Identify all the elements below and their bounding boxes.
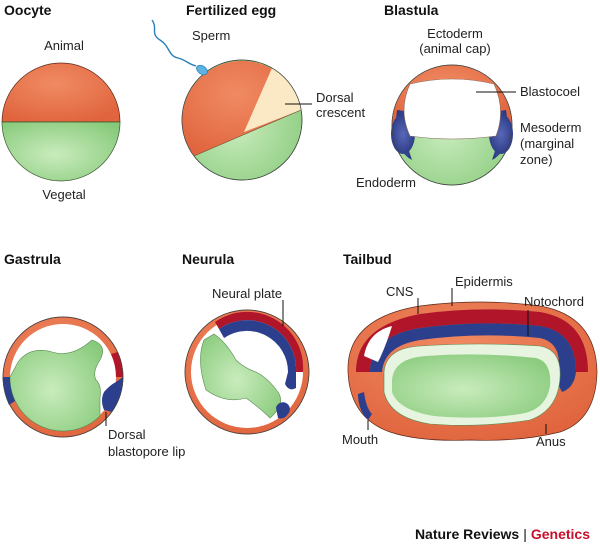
marginal-label: (marginal (520, 136, 574, 151)
oocyte-title: Oocyte (4, 2, 52, 18)
publisher-label: Nature Reviews (414, 526, 520, 542)
blastopore-lip (102, 377, 124, 412)
tailbud-panel: Tailbud CNS Epidermis Notochord Mouth An… (342, 251, 598, 449)
gastrula-title: Gastrula (4, 251, 61, 267)
gastrula-panel: Gastrula Dorsal blastopore lip (2, 251, 185, 459)
neural-plate (215, 311, 304, 372)
endoderm-mass (9, 339, 103, 432)
mouth-label: Mouth (342, 432, 378, 447)
brain-vesicle (364, 326, 392, 362)
vegetal-hemisphere (1, 121, 121, 182)
mesoderm-label: Mesoderm (520, 120, 581, 135)
blastula-title: Blastula (384, 2, 439, 18)
dorsal-lip-label-2: blastopore lip (108, 444, 185, 459)
journal-label: Genetics (530, 526, 590, 542)
blastocoel-label: Blastocoel (520, 84, 580, 99)
epidermis-label: Epidermis (455, 274, 513, 289)
sperm-label: Sperm (192, 28, 230, 43)
animal-cap-label: (animal cap) (419, 41, 491, 56)
fertilized-egg-title: Fertilized egg (186, 2, 276, 18)
vegetal-label: Vegetal (42, 187, 85, 202)
endoderm-mass (392, 354, 551, 418)
mesoderm-left (2, 377, 15, 405)
tailbud-title: Tailbud (343, 251, 392, 267)
ectoderm-label: Ectoderm (427, 26, 483, 41)
neural-plate-label: Neural plate (212, 286, 282, 301)
dorsal-lip-label-1: Dorsal (108, 427, 146, 442)
dorsal-crescent (244, 68, 301, 132)
animal-hemisphere (1, 62, 121, 123)
notochord-label: Notochord (524, 294, 584, 309)
fertilized-egg-panel: Fertilized egg Sperm Dorsal crescent (151, 2, 366, 181)
dorsal-crescent-label-1: Dorsal (316, 90, 354, 105)
cns (356, 309, 588, 372)
mesoderm-arc (219, 320, 297, 390)
neurula-title: Neurula (182, 251, 234, 267)
dorsal-crescent-label-2: crescent (316, 105, 366, 120)
credit-separator: | (523, 526, 527, 542)
blastocoel-cavity (403, 78, 501, 140)
neurula-panel: Neurula Neural plate (182, 251, 310, 435)
anus-label: Anus (536, 434, 566, 449)
zone-label: zone) (520, 152, 553, 167)
sperm-icon (151, 19, 208, 76)
animal-label: Animal (44, 38, 84, 53)
blastopore-mesoderm (276, 402, 290, 419)
credit-line: Nature Reviews|Genetics (415, 526, 590, 542)
cns-label: CNS (386, 284, 414, 299)
endoderm-label: Endoderm (356, 175, 416, 190)
blastula-panel: Blastula Ectoderm (animal cap) Blastocoe… (356, 2, 581, 190)
oocyte-panel: Oocyte Animal Vegetal (1, 2, 121, 202)
